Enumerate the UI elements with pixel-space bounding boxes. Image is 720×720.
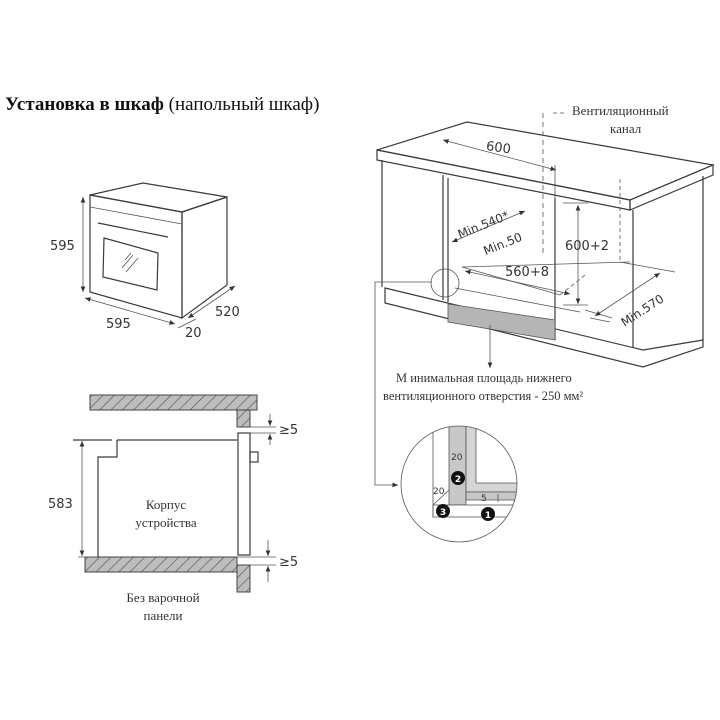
body-label-2: устройства xyxy=(135,515,196,530)
gap-bottom-label: ≥5 xyxy=(279,555,298,570)
detail-dim-5: 5 xyxy=(481,494,487,504)
height-600-label: 600+2 xyxy=(565,239,609,254)
marker-3: 3 xyxy=(440,508,446,518)
cabinet-perspective xyxy=(374,112,716,488)
oven-door xyxy=(237,432,251,556)
page-title: Установка в шкаф (напольный шкаф) xyxy=(5,94,319,116)
min-570-label: Min.570 xyxy=(618,292,666,330)
title-bold: Установка в шкаф xyxy=(5,94,164,115)
vent-area-note: М инимальная площадь нижнего xyxy=(396,371,572,385)
oven-height-label: 595 xyxy=(50,239,75,254)
oven-width-label: 595 xyxy=(106,317,131,332)
bottom-vent-opening xyxy=(447,303,556,341)
min-50-label: Min.50 xyxy=(481,230,524,258)
vent-label-2: канал xyxy=(610,121,642,136)
section-caption: Без варочной xyxy=(126,590,199,605)
detail-dim-20-top: 20 xyxy=(451,453,463,463)
oven-window xyxy=(102,237,159,291)
vent-area-note-2: вентиляционного отверстия - 250 мм² xyxy=(383,389,583,403)
section-view xyxy=(73,394,276,593)
section-height-label: 583 xyxy=(48,497,73,512)
oven-perspective xyxy=(80,182,236,329)
title-normal: (напольный шкаф) xyxy=(168,94,320,115)
marker-1: 1 xyxy=(485,511,491,521)
oven-door-label: 20 xyxy=(185,326,202,341)
section-caption-2: панели xyxy=(144,608,183,623)
oven-side xyxy=(181,196,228,320)
oven-handle xyxy=(97,222,169,238)
marker-2: 2 xyxy=(455,475,461,485)
detail-view xyxy=(400,425,518,543)
vent-label: Вентиляционный xyxy=(572,103,669,118)
width-600-label: 600 xyxy=(485,139,512,157)
gap-top-label: ≥5 xyxy=(279,423,298,438)
inner-width-label: 560+8 xyxy=(505,265,549,280)
oven-depth-label: 520 xyxy=(215,305,240,320)
oven-knob xyxy=(249,451,259,463)
body-label: Корпус xyxy=(146,497,186,512)
detail-dim-20-side: 20 xyxy=(433,487,445,497)
detail-callout-circle xyxy=(430,268,460,298)
